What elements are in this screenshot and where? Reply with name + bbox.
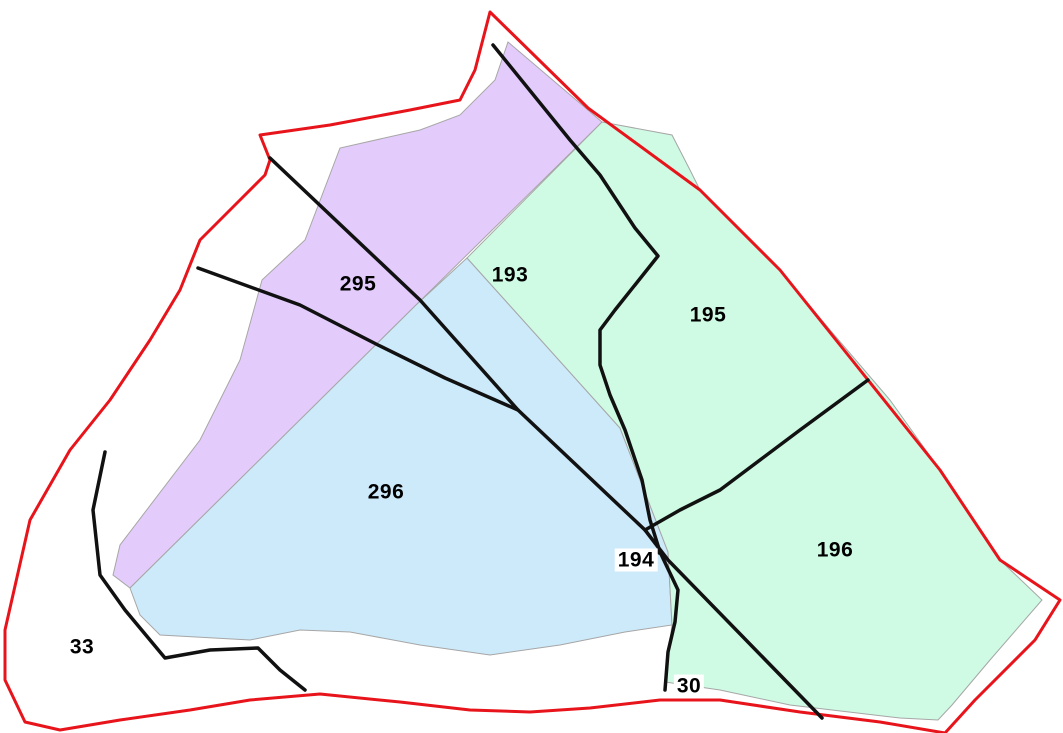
- parcel-label-33: 33: [69, 635, 95, 659]
- parcel-line-nw-diagonal: [268, 156, 824, 720]
- parcel-label-30: 30: [673, 674, 705, 698]
- parcel-line-north-vertical: [491, 43, 680, 692]
- junction-point: [657, 549, 663, 555]
- parcel-lines: [91, 43, 870, 720]
- parcel-line-west-diagonal: [196, 266, 520, 412]
- parcel-label-196: 196: [816, 538, 854, 562]
- parcel-label-195: 195: [689, 303, 727, 327]
- parcel-label-295: 295: [339, 272, 377, 296]
- parcel-label-193: 193: [491, 263, 529, 287]
- parcel-line-sw-boundary: [91, 450, 307, 692]
- outer-boundary: [3, 10, 1062, 733]
- parcel-line-east-diagonal: [643, 378, 870, 532]
- parcel-label-296: 296: [367, 480, 405, 504]
- parcel-label-194: 194: [614, 548, 658, 572]
